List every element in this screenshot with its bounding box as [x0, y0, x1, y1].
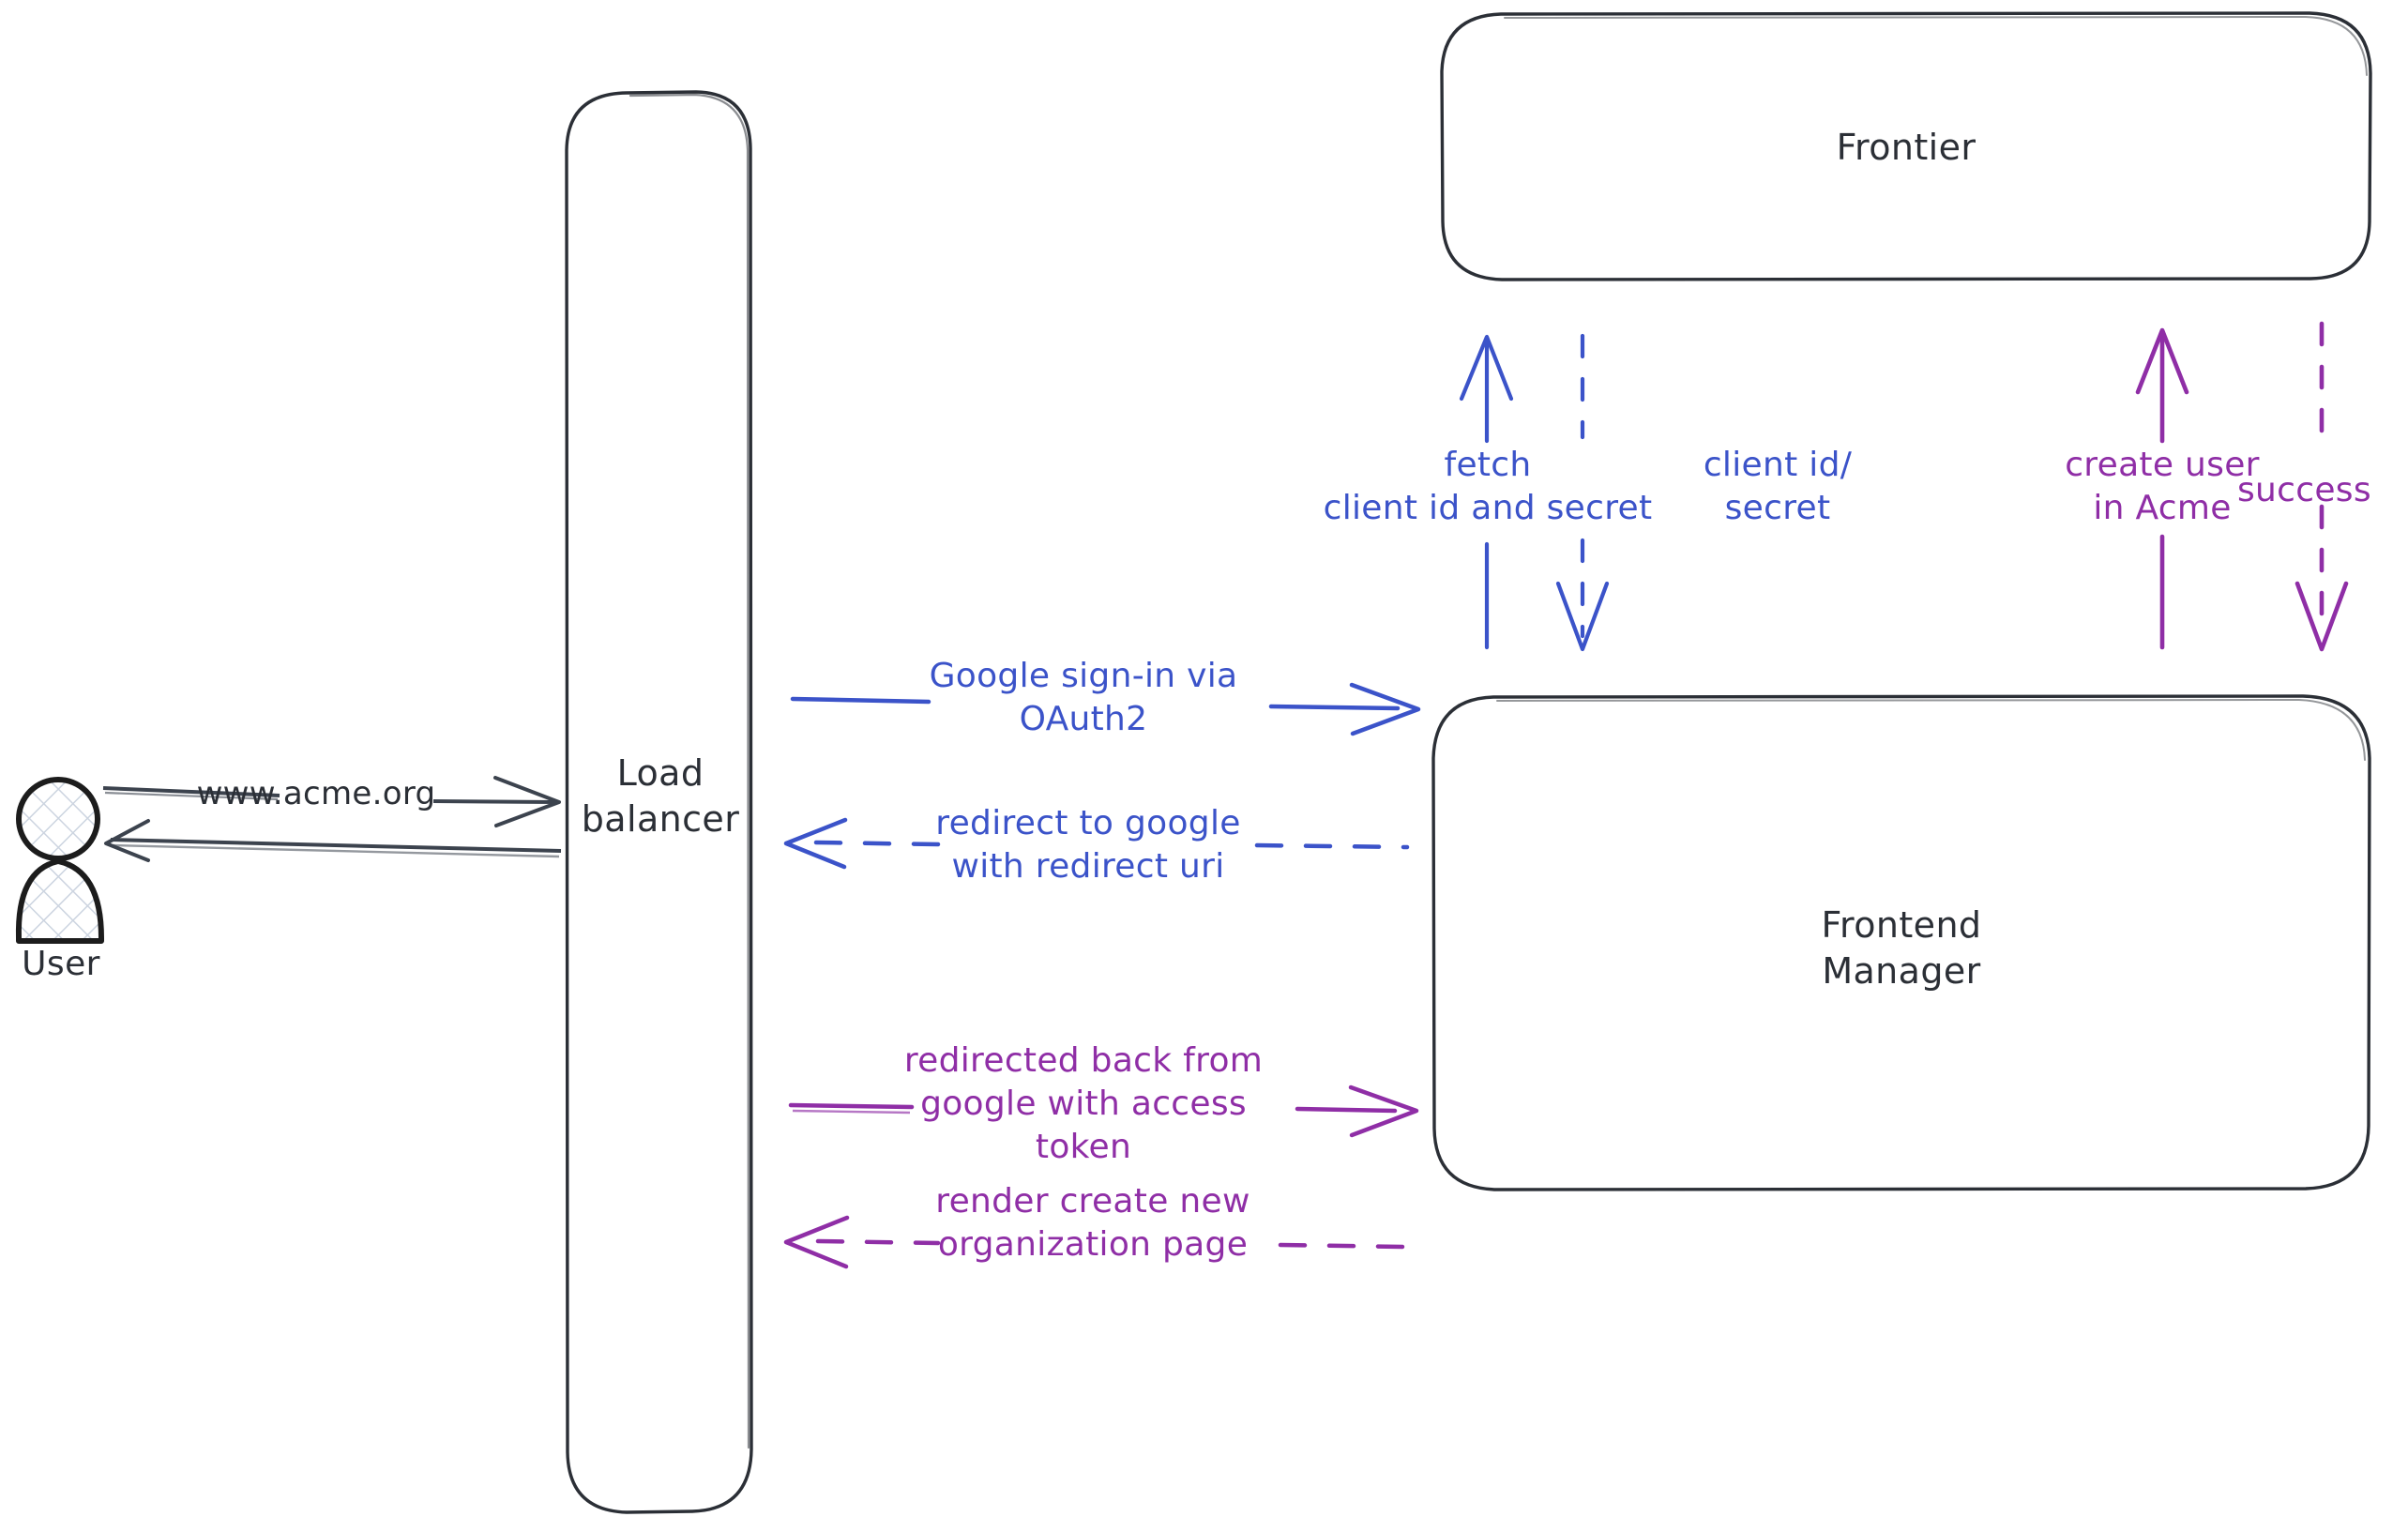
edge-fm-to-lb-redirect: [783, 817, 1410, 870]
edge-frontier-to-fm-creds: [1555, 333, 1610, 652]
edge-label-fm-to-lb-redirect: redirect to google with redirect uri: [935, 804, 1241, 887]
edge-lb-to-fm-token: [788, 1085, 1419, 1138]
edge-fm-to-lb-render: [783, 1215, 1408, 1269]
edge-label-user-to-lb: www.acme.org: [196, 775, 436, 812]
node-load-balancer[interactable]: [565, 90, 753, 1514]
edge-frontier-to-fm-success: [2294, 321, 2349, 652]
user-actor-icon: [15, 777, 104, 944]
edge-user-to-lb: [102, 776, 561, 827]
edge-fm-to-frontier-create-user: [2135, 327, 2189, 650]
node-frontend-manager[interactable]: [1431, 694, 2371, 1191]
edge-label-frontier-to-fm-creds: client id/ secret: [1703, 446, 1853, 528]
edge-label-fm-to-frontier-fetch: fetch client id and secret: [1323, 446, 1653, 528]
edge-label-fm-to-frontier-create-user: create user in Acme: [2065, 446, 2260, 528]
edge-label-fm-to-lb-render: render create new organization page: [935, 1182, 1250, 1265]
edge-lb-to-fm-signin: [790, 682, 1421, 736]
edge-label-frontier-to-fm-success: success: [2237, 471, 2371, 509]
node-frontier[interactable]: [1440, 11, 2372, 281]
edge-label-lb-to-fm-token: redirected back from google with access …: [903, 1041, 1264, 1167]
edge-fm-to-frontier-fetch: [1459, 334, 1514, 650]
edge-label-lb-to-fm-signin: Google sign-in via OAuth2: [929, 657, 1238, 739]
edge-lb-to-user: [104, 819, 562, 862]
